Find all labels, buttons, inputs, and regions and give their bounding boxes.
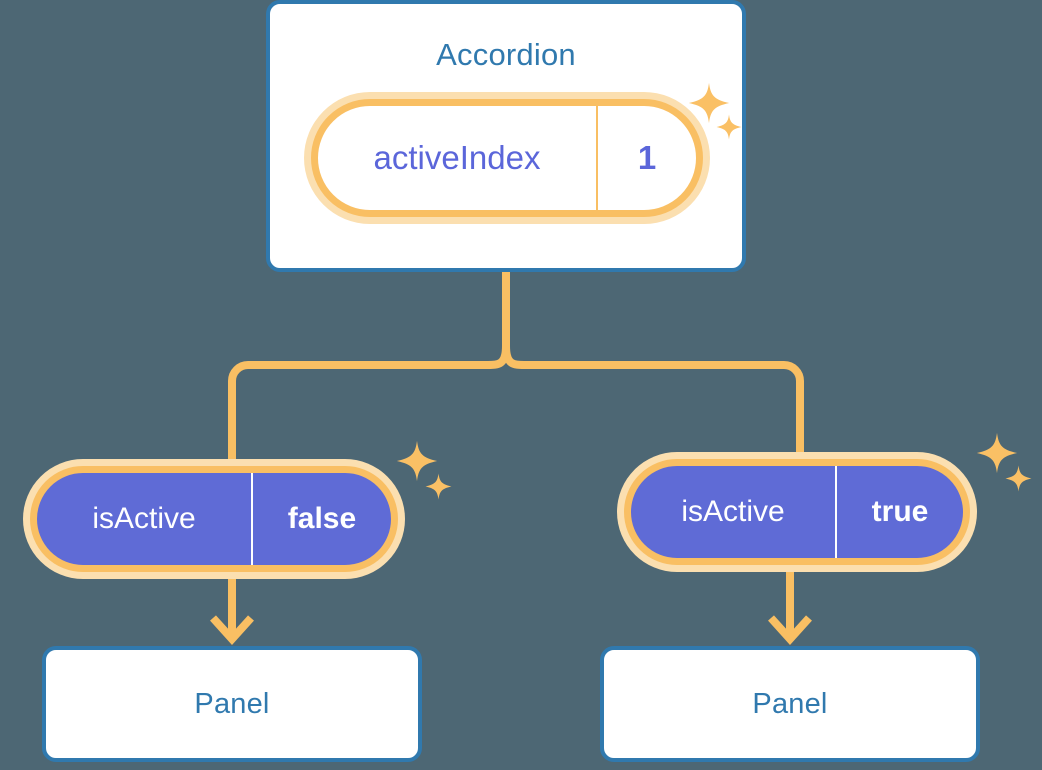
state-pill-isactive-true[interactable]: isActive true (624, 459, 970, 565)
state-value-label: 1 (637, 139, 657, 176)
panel-title: Panel (194, 688, 270, 720)
sparkle-icon (976, 432, 1018, 474)
panel-component-card-right[interactable]: Panel (600, 646, 980, 762)
sparkle-icon (396, 440, 438, 482)
sparkle-icon (1005, 465, 1032, 492)
state-value-label: true (871, 495, 929, 528)
state-value-label: false (287, 502, 357, 535)
state-key-label: isActive (631, 466, 837, 558)
accordion-title: Accordion (436, 37, 576, 72)
state-pill-activeindex[interactable]: activeIndex 1 (311, 99, 703, 217)
panel-title: Panel (752, 688, 828, 720)
arrow-down-icon-right (768, 615, 812, 645)
sparkle-icon (425, 473, 452, 500)
connector-tree-branch (228, 268, 804, 466)
arrow-down-icon-left (210, 615, 254, 645)
state-key-label: isActive (37, 473, 253, 565)
panel-component-card-left[interactable]: Panel (42, 646, 422, 762)
state-pill-isactive-false[interactable]: isActive false (30, 466, 398, 572)
state-key-label: activeIndex (318, 106, 598, 210)
